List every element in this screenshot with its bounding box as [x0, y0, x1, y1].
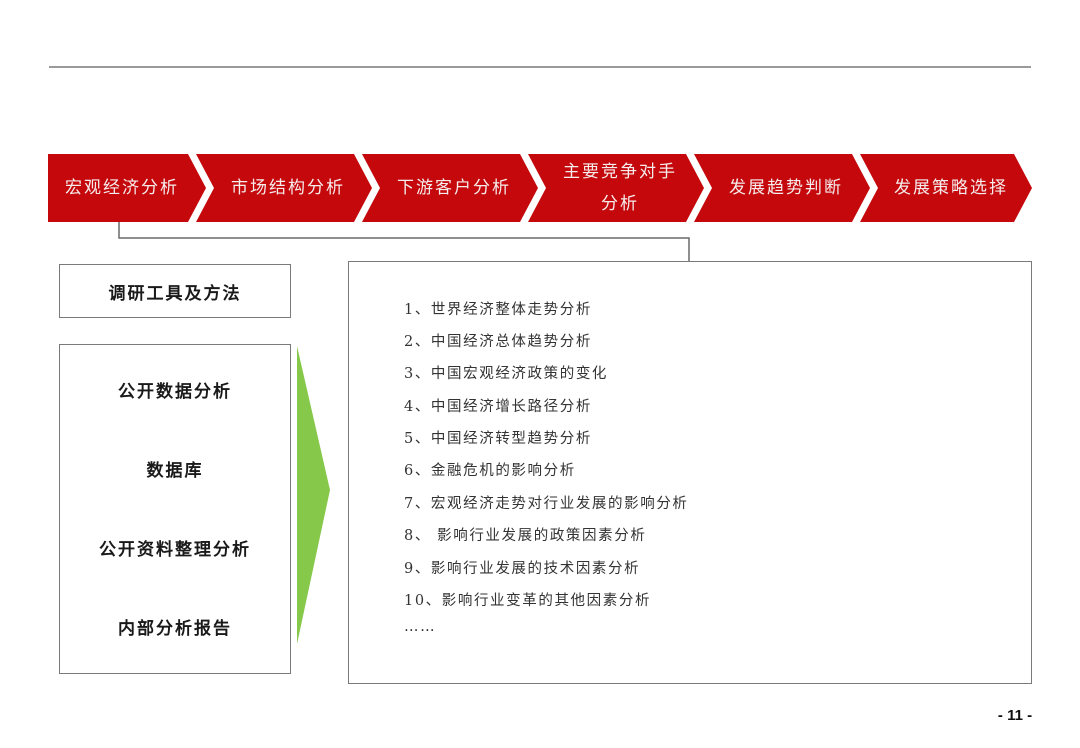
tools-title-box: 调研工具及方法 — [59, 264, 291, 318]
step-label-3[interactable]: 下游客户分析 — [397, 178, 511, 198]
analysis-item: 5、中国经济转型趋势分析 — [404, 431, 592, 447]
analysis-item: 4、中国经济增长路径分析 — [404, 399, 592, 415]
analysis-item: 10、影响行业变革的其他因素分析 — [404, 593, 652, 609]
method-item: 内部分析报告 — [118, 619, 232, 639]
tools-title: 调研工具及方法 — [108, 283, 242, 304]
methods-box: 公开数据分析 数据库 公开资料整理分析 内部分析报告 — [59, 344, 291, 674]
analysis-item: 6、金融危机的影响分析 — [404, 463, 576, 479]
analysis-item: 3、中国宏观经济政策的变化 — [404, 366, 609, 382]
analysis-item: 8、 影响行业发展的政策因素分析 — [404, 528, 647, 544]
analysis-item: 9、影响行业发展的技术因素分析 — [404, 561, 641, 577]
top-divider — [49, 66, 1031, 68]
page-number: - 11 - — [997, 707, 1033, 724]
analysis-content-box: 1、世界经济整体走势分析 2、中国经济总体趋势分析 3、中国宏观经济政策的变化 … — [348, 261, 1032, 684]
step-label-1[interactable]: 宏观经济分析 — [65, 178, 179, 198]
green-arrow-right-icon — [297, 346, 330, 644]
step-label-2[interactable]: 市场结构分析 — [231, 178, 345, 198]
method-item: 公开数据分析 — [118, 382, 232, 402]
analysis-item: 1、世界经济整体走势分析 — [404, 302, 592, 318]
method-item: 数据库 — [146, 461, 204, 481]
step-label-4-line1: 主要竞争对手 — [563, 162, 677, 182]
connector-line — [118, 222, 690, 261]
analysis-item: 2、中国经济总体趋势分析 — [404, 334, 592, 350]
step-label-5[interactable]: 发展趋势判断 — [729, 178, 843, 198]
step-label-4[interactable]: 主要竞争对手 分析 — [546, 154, 694, 222]
analysis-item-ellipsis: …… — [404, 619, 437, 635]
step-label-6[interactable]: 发展策略选择 — [894, 178, 1008, 198]
analysis-item: 7、宏观经济走势对行业发展的影响分析 — [404, 496, 689, 512]
method-item: 公开资料整理分析 — [99, 540, 251, 560]
step-label-4-line2: 分析 — [601, 194, 639, 214]
